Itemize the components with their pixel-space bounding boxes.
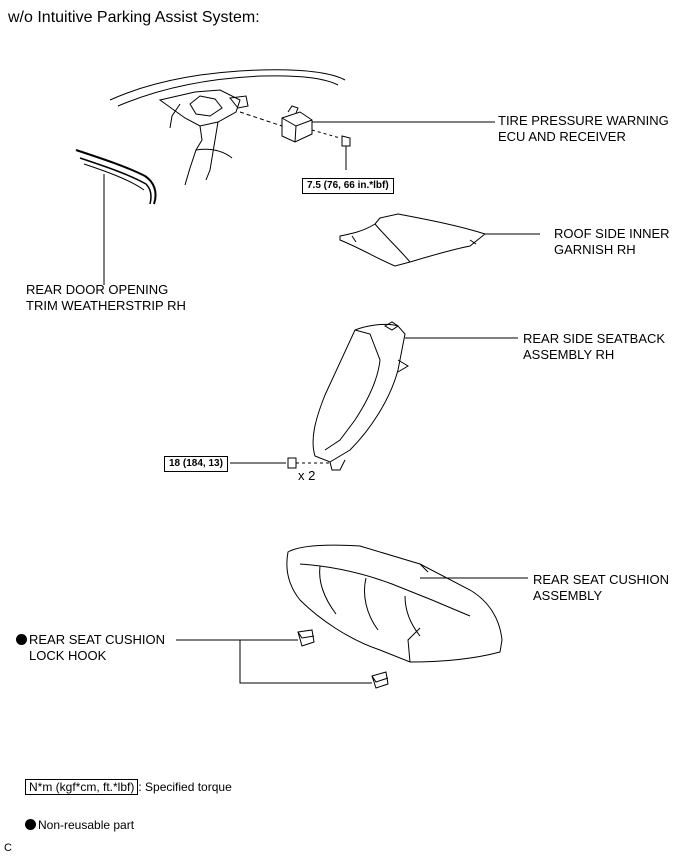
- lock-hook-label: REAR SEAT CUSHION LOCK HOOK: [16, 632, 165, 664]
- nonreusable-legend: Non-reusable part: [25, 817, 134, 833]
- seat-cushion-label-line1: REAR SEAT CUSHION: [533, 572, 670, 587]
- lock-hook-label-line2: LOCK HOOK: [29, 648, 107, 663]
- tpw-ecu-label-line2: ECU AND RECEIVER: [498, 129, 626, 144]
- bolt-quantity: x 2: [298, 468, 316, 483]
- weatherstrip-label: REAR DOOR OPENING TRIM WEATHERSTRIP RH: [26, 282, 186, 314]
- torque-legend: N*m (kgf*cm, ft.*lbf): Specified torque: [25, 779, 232, 795]
- weatherstrip-label-line2: TRIM WEATHERSTRIP RH: [26, 298, 186, 313]
- nonreusable-legend-text: Non-reusable part: [38, 818, 135, 832]
- torque-legend-unit: N*m (kgf*cm, ft.*lbf): [25, 779, 139, 795]
- tpw-ecu-label-line1: TIRE PRESSURE WARNING: [498, 113, 669, 128]
- roof-garnish-label-line2: GARNISH RH: [554, 242, 636, 257]
- lock-hook-leader: [176, 639, 372, 684]
- ecu-leader-dashed: [239, 111, 283, 127]
- seatback-part: [312, 321, 409, 471]
- nonreusable-dot-icon: [16, 634, 27, 645]
- roof-garnish-label: ROOF SIDE INNER GARNISH RH: [554, 226, 670, 258]
- seatback-bolt: [230, 457, 330, 469]
- tpw-ecu-part: [281, 105, 313, 143]
- weatherstrip-part: [75, 149, 157, 285]
- seat-cushion-label: REAR SEAT CUSHION ASSEMBLY: [533, 572, 669, 604]
- seat-cushion-part: [286, 544, 503, 663]
- lock-hook-part: [297, 629, 389, 689]
- nonreusable-legend-dot-icon: [25, 819, 36, 830]
- seatback-label-line2: ASSEMBLY RH: [523, 347, 615, 362]
- roof-garnish-label-line1: ROOF SIDE INNER: [554, 226, 670, 241]
- seatback-label-line1: REAR SIDE SEATBACK: [523, 331, 666, 346]
- torque-legend-desc: : Specified torque: [138, 780, 232, 794]
- page-title: w/o Intuitive Parking Assist System:: [8, 9, 260, 26]
- seat-cushion-label-line2: ASSEMBLY: [533, 588, 603, 603]
- tpw-ecu-label: TIRE PRESSURE WARNING ECU AND RECEIVER: [498, 113, 669, 145]
- seatback-label: REAR SIDE SEATBACK ASSEMBLY RH: [523, 331, 665, 363]
- lock-hook-label-line1: REAR SEAT CUSHION: [29, 632, 166, 647]
- roof-garnish-part: [339, 213, 487, 267]
- footer-code: C: [4, 842, 12, 854]
- weatherstrip-label-line1: REAR DOOR OPENING: [26, 282, 169, 297]
- vehicle-body-sketch: [109, 69, 346, 186]
- ecu-bolt: [311, 129, 351, 170]
- ecu-torque-box: 7.5 (76, 66 in.*lbf): [302, 178, 394, 194]
- seatback-torque-box: 18 (184, 13): [164, 456, 228, 472]
